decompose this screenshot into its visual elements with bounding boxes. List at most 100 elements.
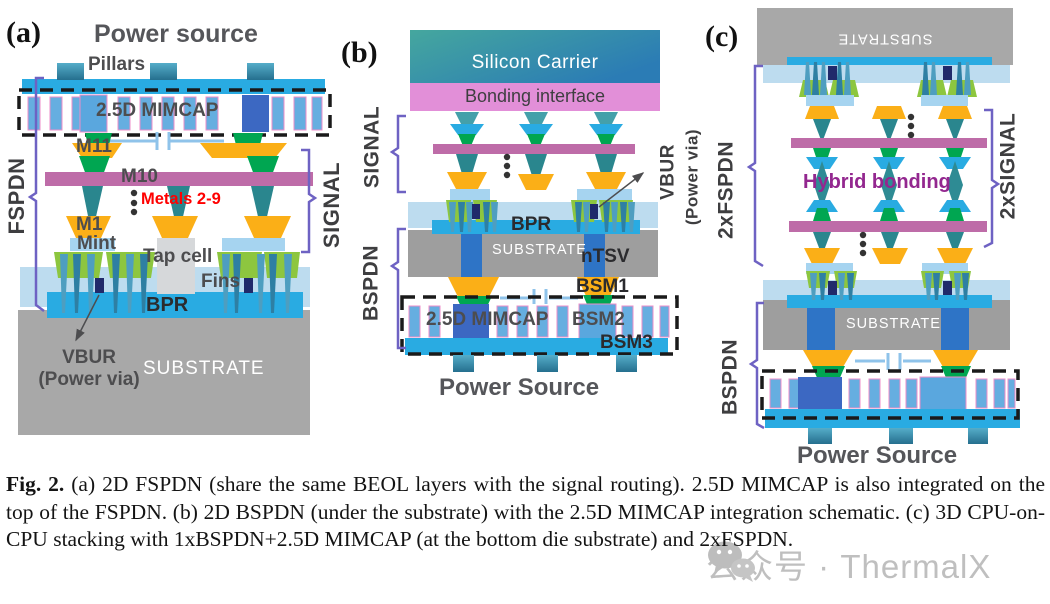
mimcap-dashed-box-c bbox=[760, 369, 1020, 420]
signal-label-a: SIGNAL bbox=[319, 161, 344, 249]
teal-tris-top-c bbox=[813, 119, 964, 140]
panel-a-title: Power source bbox=[94, 20, 258, 48]
bsm1-pads-b bbox=[448, 277, 619, 297]
substrate-a bbox=[18, 310, 310, 435]
mint-rects-a bbox=[70, 238, 285, 251]
fspdn2x-label: 2xFSPDN bbox=[714, 140, 738, 240]
mint-label: Mint bbox=[77, 233, 117, 254]
vbur-label-a: VBUR (Power via) bbox=[38, 347, 140, 391]
fspdn-label: FSPDN bbox=[4, 157, 29, 235]
vbur-line1-a: VBUR bbox=[62, 347, 116, 368]
figure-caption: Fig. 2. (a) 2D FSPDN (share the same BEO… bbox=[6, 471, 1045, 554]
watermark: 公众号 · ThermalX bbox=[706, 540, 991, 588]
panel-c-tag: (c) bbox=[705, 20, 739, 53]
panel-c-graphics bbox=[746, 8, 1020, 444]
panel-a-tag: (a) bbox=[6, 16, 41, 49]
fspdn-bracket bbox=[27, 76, 45, 312]
vbur-arrow-a bbox=[75, 294, 100, 342]
substrate-b bbox=[408, 230, 658, 277]
mimcap-dashed-box-a bbox=[17, 88, 332, 137]
fins-a bbox=[60, 254, 292, 313]
bspdn-bracket-c bbox=[748, 301, 765, 430]
substrate-top-c bbox=[757, 8, 1013, 65]
pillars-b bbox=[453, 355, 637, 372]
bsm3-label: BSM3 bbox=[600, 332, 653, 353]
brackets-b bbox=[389, 114, 406, 350]
signal-bracket-b bbox=[389, 114, 406, 194]
bspdn-label-b: BSPDN bbox=[359, 244, 383, 322]
m11-label: M11 bbox=[76, 136, 112, 157]
signal-metal-bar-b bbox=[433, 144, 635, 154]
bsm-pads-c bbox=[803, 350, 978, 367]
pillars-c bbox=[808, 428, 988, 444]
vbur-rect-left-a bbox=[95, 278, 104, 293]
signal2x-label: 2xSIGNAL bbox=[996, 112, 1020, 220]
vbur-rect-right-a bbox=[244, 278, 253, 293]
vbur-rect-right-b bbox=[590, 204, 598, 219]
silicon-carrier-block bbox=[410, 30, 660, 83]
schematic-graphics bbox=[17, 8, 1020, 444]
power-source-label-c: Power Source bbox=[797, 442, 958, 469]
ellipsis-dots-a bbox=[130, 189, 138, 216]
fins-b bbox=[449, 202, 635, 232]
m1-pads-a bbox=[66, 216, 291, 238]
mimcap-label-a: 2.5D MIMCAP bbox=[96, 100, 219, 121]
wechat-bubbles-icon bbox=[708, 541, 755, 582]
bspdn-label-c: BSPDN bbox=[718, 338, 742, 416]
vbur-label-b: VBUR bbox=[657, 144, 679, 200]
bpr-bar-bottom-c bbox=[787, 295, 992, 308]
bsm3-bar bbox=[405, 338, 668, 355]
fins-bottom-c bbox=[810, 273, 969, 300]
capacitor-symbol-c bbox=[855, 353, 931, 370]
substrate-label-b: SUBSTRATE bbox=[492, 242, 587, 258]
ntsv-right bbox=[584, 231, 605, 277]
panel-a-graphics bbox=[17, 63, 332, 435]
ellipsis-dots-top-c bbox=[907, 113, 915, 139]
m10-label: M10 bbox=[121, 166, 158, 187]
bpr-label-b: BPR bbox=[511, 214, 552, 235]
substrate-top-label-c: SUBSTRATE bbox=[837, 30, 933, 47]
fins-top-c bbox=[804, 62, 971, 95]
via-stack-left-a bbox=[72, 133, 122, 175]
bonding-interface-block bbox=[410, 83, 660, 111]
bonding-interface-label: Bonding interface bbox=[464, 86, 606, 106]
hybrid-bond-columns-c bbox=[806, 148, 971, 221]
signal-metal-bar1-c bbox=[791, 138, 987, 148]
signal2x-bracket bbox=[983, 108, 1001, 249]
orange-pads-bottom-c bbox=[804, 248, 973, 264]
caption-body: (a) 2D FSPDN (share the same BEOL layers… bbox=[6, 472, 1045, 552]
tap-cell-label: Tap cell bbox=[143, 246, 213, 267]
substrate-label-a: SUBSTRATE bbox=[143, 358, 265, 379]
signal-bracket-a bbox=[301, 148, 318, 254]
mint-rects-top-c bbox=[806, 95, 968, 106]
vbur-rect-left-b bbox=[472, 204, 480, 219]
fins-label: Fins bbox=[201, 271, 241, 292]
fspdn2x-bracket bbox=[746, 64, 764, 268]
bspdn-bracket-b bbox=[389, 227, 406, 350]
bpr-label-a: BPR bbox=[146, 294, 189, 316]
panel-b-tag: (b) bbox=[341, 36, 378, 69]
pillars-a bbox=[57, 63, 274, 80]
vbur-arrow-b bbox=[598, 172, 645, 208]
vbur-rect-top-right-c bbox=[943, 66, 952, 80]
substrate-bottom-label-c: SUBSTRATE bbox=[846, 316, 941, 332]
capacitor-symbol-a bbox=[106, 132, 224, 150]
ellipsis-dots-bottom-c bbox=[859, 231, 867, 257]
m1-label: M1 bbox=[76, 214, 103, 235]
teal-vias-b bbox=[456, 154, 617, 184]
vbur-rect-bottom-left-c bbox=[828, 281, 837, 295]
metals-2-9-label: Metals 2-9 bbox=[141, 190, 221, 208]
teal-tris-bottom-c bbox=[813, 232, 964, 253]
signal-label-b: SIGNAL bbox=[360, 105, 384, 189]
bsm1-label: BSM1 bbox=[576, 276, 629, 297]
teal-vias-a bbox=[82, 186, 274, 221]
pillars-label: Pillars bbox=[88, 54, 146, 75]
ntsv-left bbox=[461, 231, 482, 277]
hybrid-bonding-label: Hybrid bonding bbox=[803, 171, 951, 193]
orange-pads-top-c bbox=[805, 106, 972, 119]
ntsv-label: nTSV bbox=[581, 246, 630, 267]
vbur-powervia-label-b: (Power via) bbox=[682, 128, 702, 226]
panel-b-graphics bbox=[389, 30, 679, 372]
vbur-line2-a: (Power via) bbox=[38, 368, 140, 390]
